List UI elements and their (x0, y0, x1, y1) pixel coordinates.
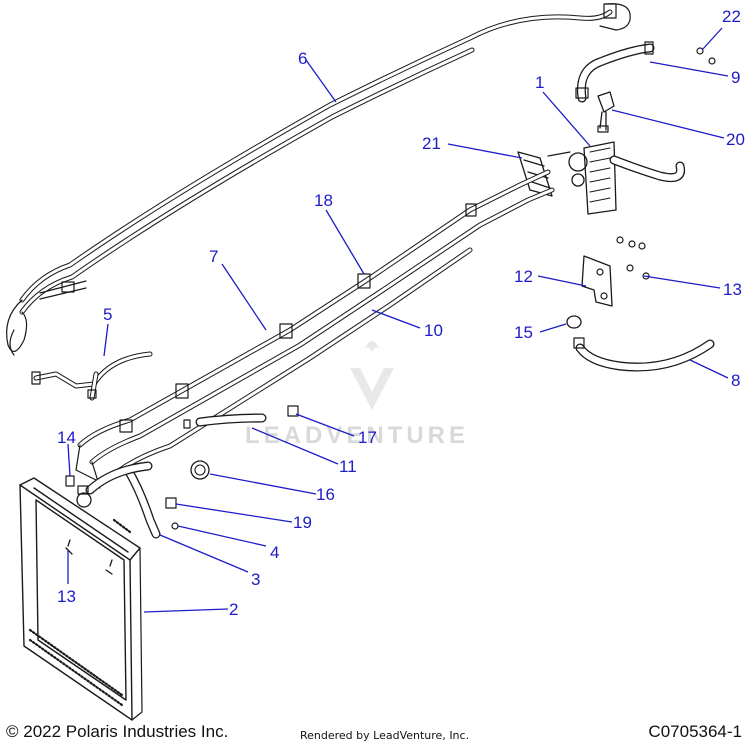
callout-3: 3 (251, 570, 260, 589)
leader-4 (177, 525, 267, 547)
leader-13a (643, 275, 721, 289)
leadventure-watermark: LEADVENTURE (245, 341, 469, 449)
document-id: C0705364-1 (648, 722, 742, 741)
leader-12 (537, 275, 587, 287)
leader-16 (209, 473, 317, 495)
part-2-radiator (19, 475, 143, 721)
callout-8: 8 (731, 371, 740, 390)
leader-11 (251, 427, 339, 465)
callout-9: 9 (731, 68, 740, 87)
callout-22: 22 (722, 7, 741, 26)
callout-15: 15 (514, 323, 533, 342)
callout-14: 14 (57, 428, 76, 447)
part-5-tube-assembly (31, 351, 153, 401)
part-16-clamp (190, 460, 210, 480)
callout-labels: 1 2 3 4 5 6 7 8 9 10 11 12 13 13 14 15 1… (57, 7, 745, 619)
part-15-cap (566, 315, 582, 329)
callout-13-left: 13 (57, 587, 76, 606)
callout-6: 6 (298, 49, 307, 68)
leader-5 (103, 323, 109, 357)
callout-1: 1 (535, 73, 544, 92)
callout-17: 17 (358, 428, 377, 447)
callout-12: 12 (514, 267, 533, 286)
part-19-fitting (165, 497, 177, 509)
part-20-fitting (597, 91, 615, 133)
callout-16: 16 (316, 485, 335, 504)
part-12-bracket (581, 236, 650, 307)
watermark-text: LEADVENTURE (245, 422, 469, 449)
leader-6 (305, 59, 337, 103)
callout-leaders (67, 27, 729, 613)
callout-5: 5 (103, 305, 112, 324)
leader-10 (371, 309, 421, 329)
leader-19 (175, 503, 293, 523)
callout-11: 11 (339, 457, 357, 476)
leader-14 (67, 443, 71, 477)
part-22-bolts (696, 47, 716, 65)
callout-19: 19 (293, 513, 312, 532)
callout-2: 2 (229, 600, 238, 619)
leader-8 (689, 359, 729, 379)
callout-7: 7 (209, 247, 218, 266)
radiator-fins (28, 518, 132, 707)
callout-4: 4 (270, 543, 279, 562)
part-1-pump-assembly (517, 141, 686, 215)
leader-15 (539, 323, 567, 333)
leader-3 (159, 534, 249, 573)
callout-13-right: 13 (723, 280, 742, 299)
rendered-by-text: Rendered by LeadVenture, Inc. (300, 729, 470, 742)
callout-18: 18 (314, 191, 333, 210)
leader-18 (325, 209, 365, 275)
part-4-washer (171, 522, 179, 530)
leader-17 (295, 413, 355, 437)
leader-2 (143, 608, 229, 613)
callout-21: 21 (422, 134, 441, 153)
part-8-hose (573, 337, 715, 372)
copyright-text: © 2022 Polaris Industries Inc. (6, 722, 229, 741)
part-13-bolts-lower (65, 539, 113, 575)
watermark-logo-icon (350, 341, 394, 410)
leader-22 (701, 27, 723, 51)
leader-9 (649, 61, 729, 77)
part-3-elbow-hose (85, 461, 161, 539)
leader-7 (221, 263, 267, 331)
callout-10: 10 (424, 321, 443, 340)
leader-1 (542, 91, 591, 147)
callout-20: 20 (726, 130, 745, 149)
part-7-10-coolant-tubes (75, 169, 555, 489)
part-17-clamp (287, 405, 299, 417)
leader-21 (447, 143, 523, 159)
leader-20 (611, 109, 725, 139)
part-11-hose (183, 413, 267, 429)
part-9-hose (575, 41, 655, 103)
part-6-upper-tube (6, 3, 631, 356)
